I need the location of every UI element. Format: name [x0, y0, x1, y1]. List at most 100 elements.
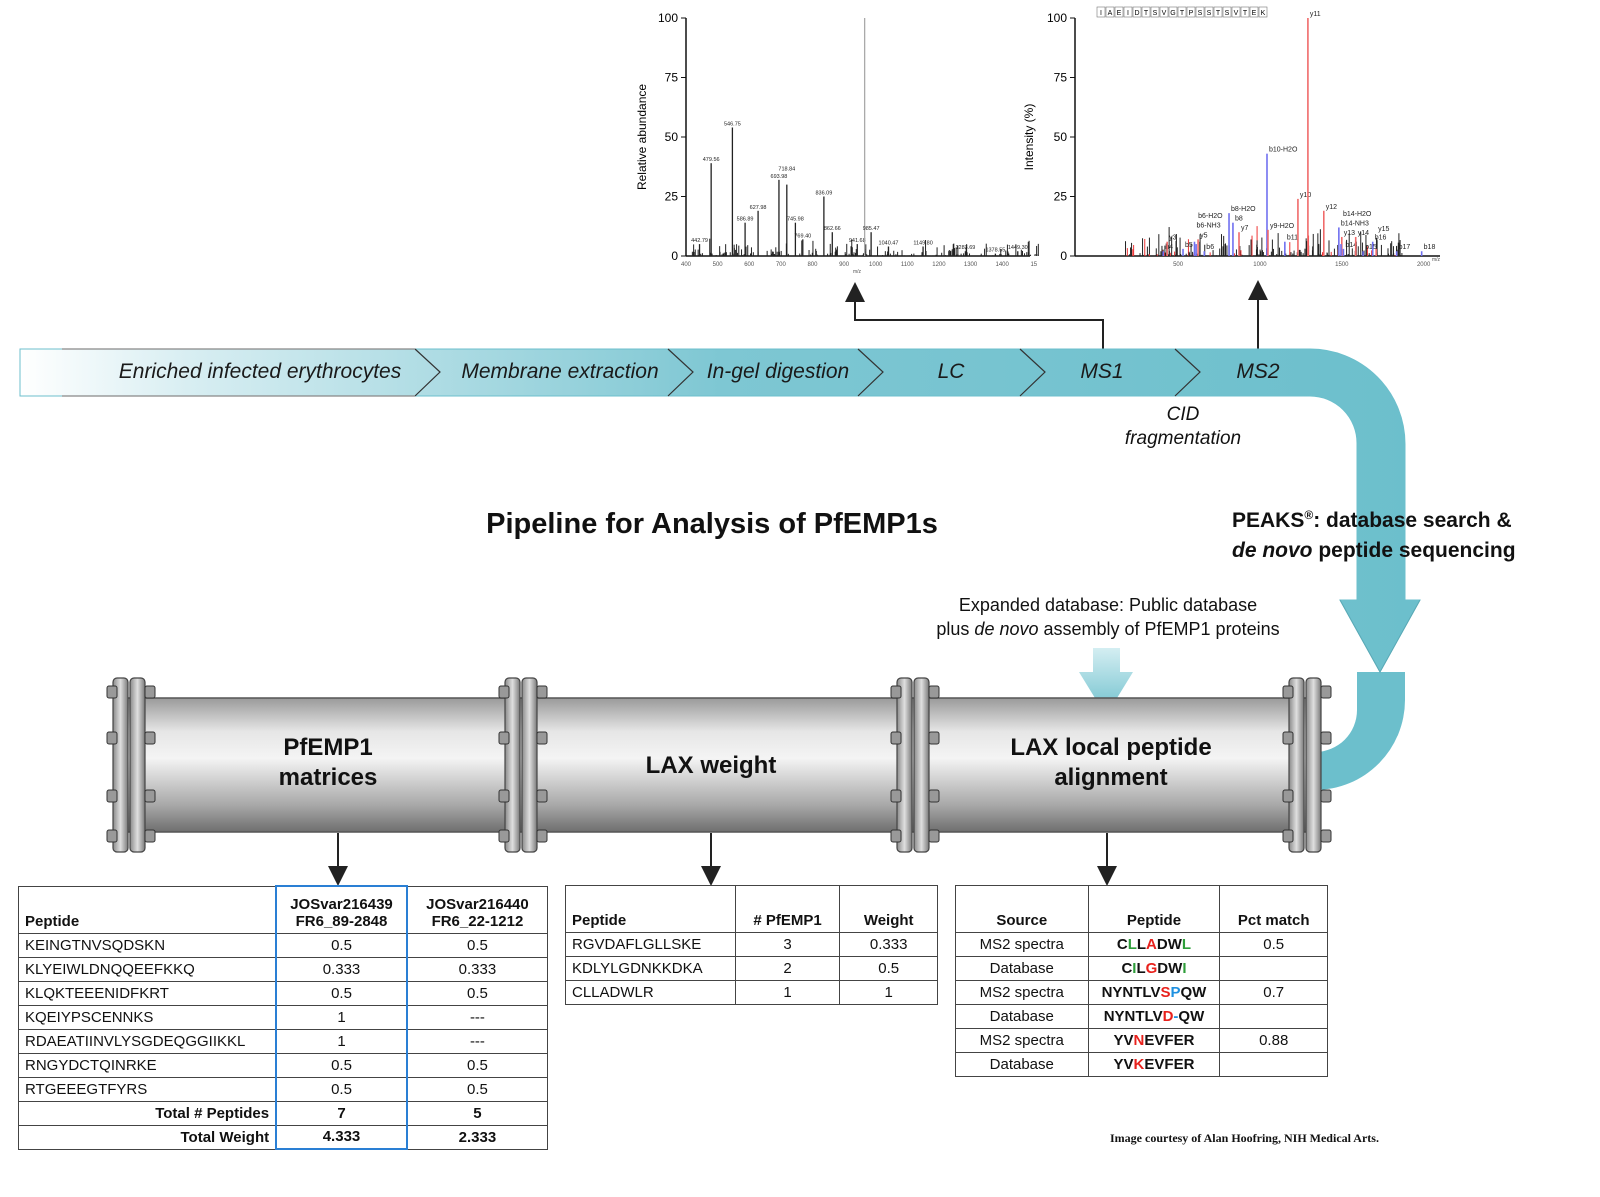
- flange-plate: [504, 677, 521, 853]
- weight-cell: 0.333: [839, 932, 938, 957]
- pfemp1-count-cell: 3: [734, 932, 841, 957]
- sequence-box: [1222, 6, 1232, 18]
- peptide-segment: NYNTLV: [1103, 1008, 1163, 1025]
- sequence-box: [1177, 6, 1187, 18]
- y-axis-label: Relative abundance: [635, 84, 649, 190]
- peak-label: 718.84: [778, 167, 795, 173]
- peptide-cell: KQEIYPSCENNKS: [18, 1004, 277, 1030]
- value-cell-josvar216439: 0.5: [275, 1052, 408, 1078]
- bolt-icon: [928, 789, 940, 803]
- peptide-segment: C: [1116, 936, 1128, 953]
- cid-line1: CID: [1166, 404, 1200, 425]
- x-tick-label: 500: [1173, 262, 1184, 268]
- peak-label: y9-H2O: [1270, 223, 1295, 230]
- x-tick-label: 1000: [1253, 262, 1267, 268]
- pct-match-cell: 0.5: [1219, 932, 1328, 957]
- sequence-residue: V: [1234, 10, 1239, 17]
- peptide-cell: YVNEVFER: [1087, 1028, 1221, 1053]
- peptide-segment: S: [1160, 984, 1171, 1001]
- peaks-name: PEAKS: [1232, 509, 1305, 532]
- peptide-cell: KLYEIWLDNQQEEFKKQ: [18, 956, 277, 982]
- peptide-segment: I: [1182, 960, 1187, 977]
- sequence-box: [1249, 6, 1259, 18]
- expanded-de-novo: de novo: [974, 619, 1039, 639]
- weight-cell: 0.5: [839, 956, 938, 981]
- peptide-cell: KLQKTEEENIDFKRT: [18, 980, 277, 1006]
- peptide-cell: RNGYDCTQINRKE: [18, 1052, 277, 1078]
- value-cell-josvar216440: ---: [406, 1028, 548, 1054]
- peptide-segment: G: [1145, 960, 1158, 977]
- value-cell-josvar216440: 0.5: [406, 1052, 548, 1078]
- peak-label: y5: [1200, 232, 1208, 239]
- sequence-residue: T: [1243, 10, 1248, 17]
- bolt-icon: [890, 789, 902, 803]
- bolt-icon: [536, 829, 548, 843]
- peak-label: b14-H2O: [1343, 211, 1372, 218]
- x-tick-label: 1200: [932, 262, 946, 268]
- x-axis-label: m/z: [853, 269, 862, 275]
- header-line2: FR6_89-2848: [295, 912, 388, 930]
- y-tick-label: 25: [665, 190, 679, 204]
- pipe-label-line2: alignment: [1054, 764, 1168, 791]
- col-header-peptide: Peptide: [18, 885, 277, 934]
- peak-label: b8-H2O: [1231, 206, 1256, 213]
- peak-label: b14: [1345, 242, 1357, 249]
- registered-mark: ®: [1304, 508, 1314, 522]
- flange-plate: [1305, 677, 1322, 853]
- peptide-segment: -: [1173, 1008, 1179, 1025]
- peptide-segment: D: [1157, 960, 1169, 977]
- pipe-label-line2: matrices: [278, 764, 378, 791]
- peak-label: y13: [1344, 230, 1355, 237]
- peptide-cell: NYNTLVD-QW: [1087, 1004, 1221, 1029]
- sequence-box: [1123, 6, 1133, 18]
- pfemp1-count-cell: 2: [734, 956, 841, 981]
- peak-label: y15: [1378, 226, 1389, 233]
- y-tick-label: 50: [1054, 130, 1068, 144]
- peak-label: b8: [1235, 216, 1243, 223]
- bolt-icon: [498, 731, 510, 745]
- value-cell-josvar216439: 0.333: [275, 956, 408, 982]
- y-tick-label: 0: [1060, 249, 1067, 263]
- bolt-icon: [928, 731, 940, 745]
- value-cell-josvar216440: 0.5: [406, 1076, 548, 1102]
- peak-label: b17: [1399, 244, 1411, 251]
- peptide-cell: NYNTLVSPQW: [1087, 980, 1221, 1005]
- header-line2: FR6_22-1212: [431, 912, 524, 930]
- header-line1: JOSvar216440: [426, 895, 529, 913]
- source-cell: Database: [955, 1004, 1089, 1029]
- bolt-icon: [1282, 789, 1294, 803]
- bolt-icon: [498, 829, 510, 843]
- bolt-icon: [144, 829, 156, 843]
- sequence-residue: E: [1117, 10, 1122, 17]
- pct-match-cell: [1219, 1052, 1328, 1077]
- sequence-box: [1258, 6, 1268, 18]
- analysis-pipe: [124, 697, 1321, 833]
- y-tick-label: 100: [658, 11, 678, 25]
- peptide-segment: P: [1170, 984, 1181, 1001]
- peak-label: b6-NH3: [1196, 223, 1220, 230]
- stage-ms1: MS1: [1080, 360, 1124, 383]
- expanded-line1: Expanded database: Public database: [958, 595, 1258, 615]
- cid-line2: fragmentation: [1124, 428, 1242, 449]
- x-tick-label: 1100: [901, 262, 915, 268]
- y-tick-label: 100: [1047, 11, 1067, 25]
- y-tick-label: 75: [665, 71, 679, 85]
- database-arrow: [1079, 648, 1133, 716]
- peptide-cell: RGVDAFLGLLSKE: [565, 932, 736, 957]
- pipe-section-lax-weight: LAX weight: [646, 751, 777, 781]
- value-cell-josvar216439: 0.5: [275, 1076, 408, 1102]
- expanded-database-label: Expanded database: Public database plus …: [936, 593, 1279, 641]
- source-cell: MS2 spectra: [955, 1028, 1089, 1053]
- value-cell-josvar216439: 1: [275, 1028, 408, 1054]
- col-header-peptide: Peptide: [565, 885, 736, 933]
- peak-label: 769.40: [794, 233, 811, 239]
- stage-separators: [62, 348, 1201, 397]
- peak-label: 442.79: [691, 238, 708, 244]
- peptide-segment: L: [1127, 936, 1137, 953]
